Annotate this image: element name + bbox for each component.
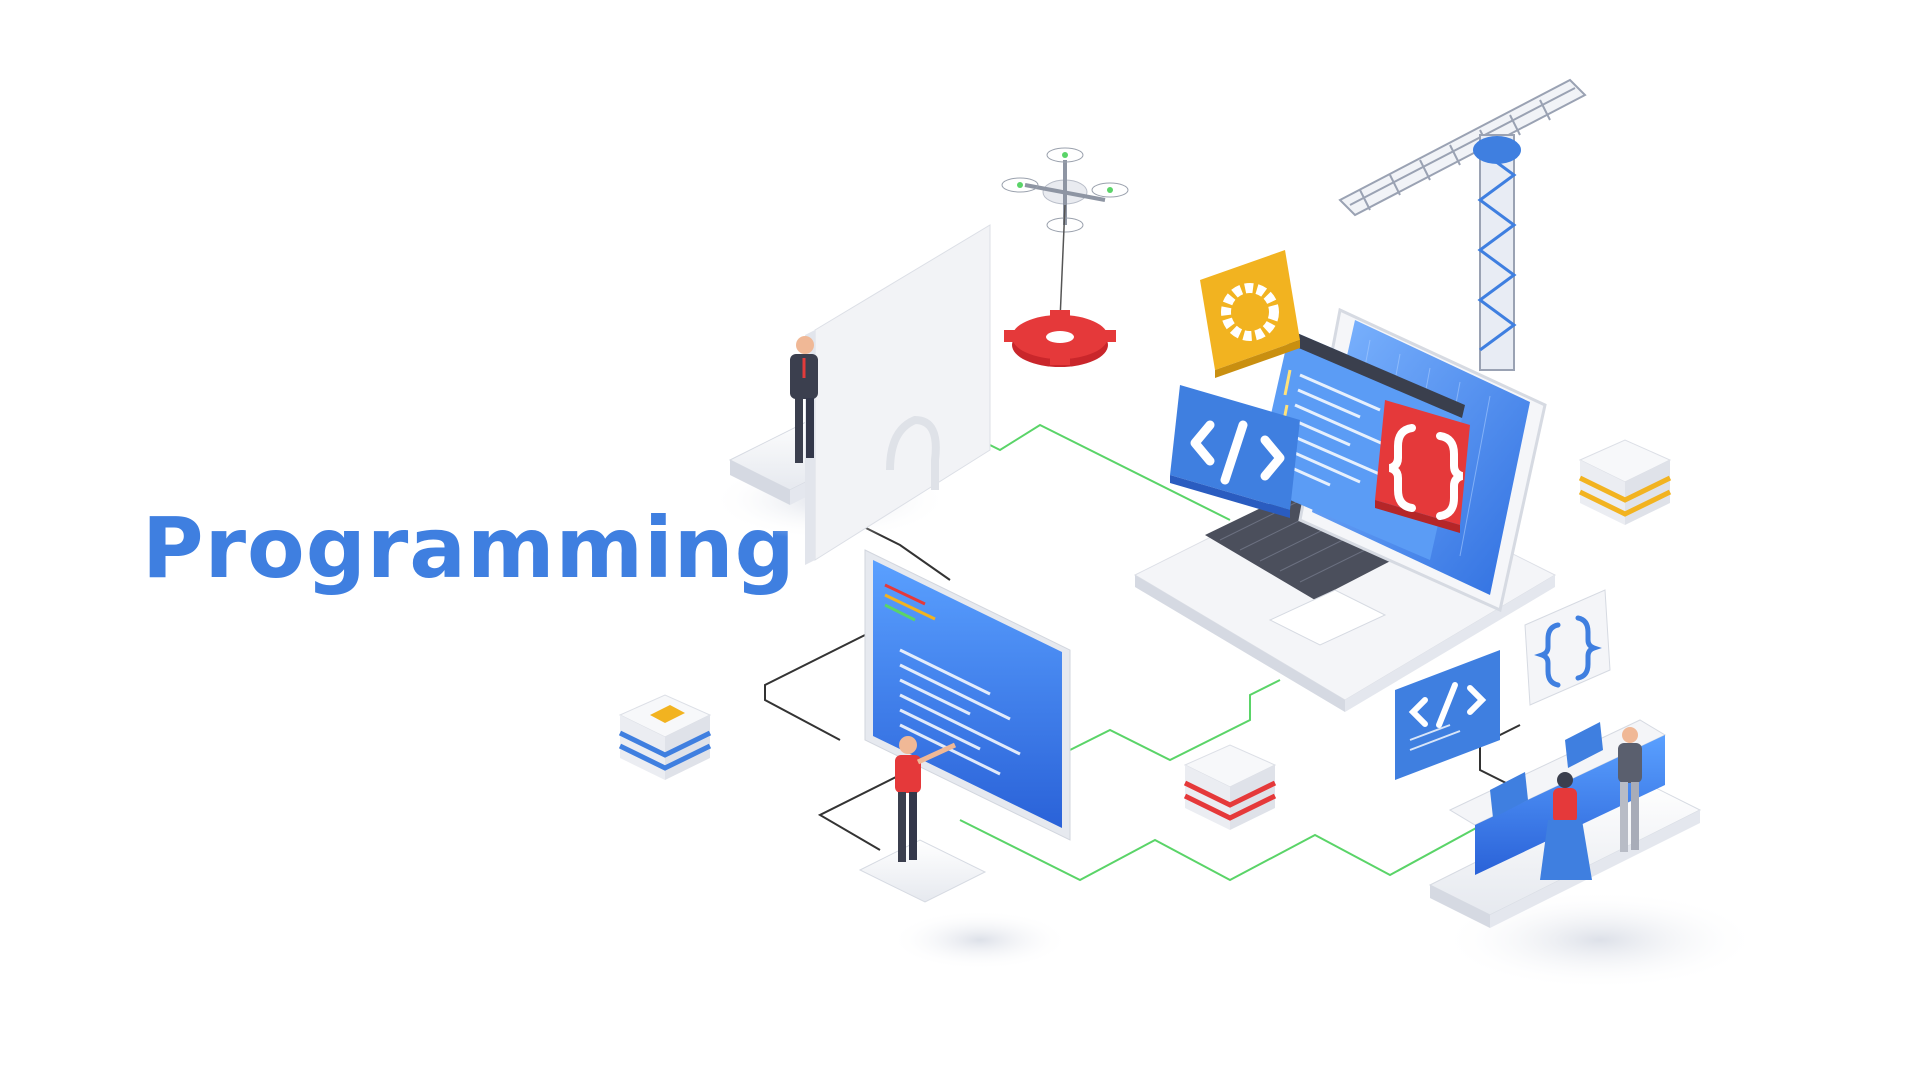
server-stack-icon-left — [618, 694, 712, 780]
monitor-icon — [728, 224, 991, 565]
server-stack-icon — [1578, 439, 1672, 525]
gear-card — [1200, 250, 1300, 378]
code-tag-card — [1395, 650, 1500, 780]
curly-braces-icon — [1375, 400, 1470, 533]
team-workstation — [1428, 719, 1702, 928]
code-tag-icon — [1170, 385, 1300, 518]
server-stack-icon-red — [1183, 744, 1277, 830]
crane-icon — [1338, 78, 1587, 371]
drone-icon — [1001, 147, 1129, 321]
developer-figure — [858, 736, 987, 903]
page-title: Programming — [142, 499, 796, 597]
businessman-figure — [790, 336, 818, 463]
programming-illustration — [618, 78, 1760, 990]
gear-icon — [1004, 310, 1116, 367]
code-screen — [864, 549, 1071, 841]
curly-braces-card — [1524, 589, 1611, 706]
